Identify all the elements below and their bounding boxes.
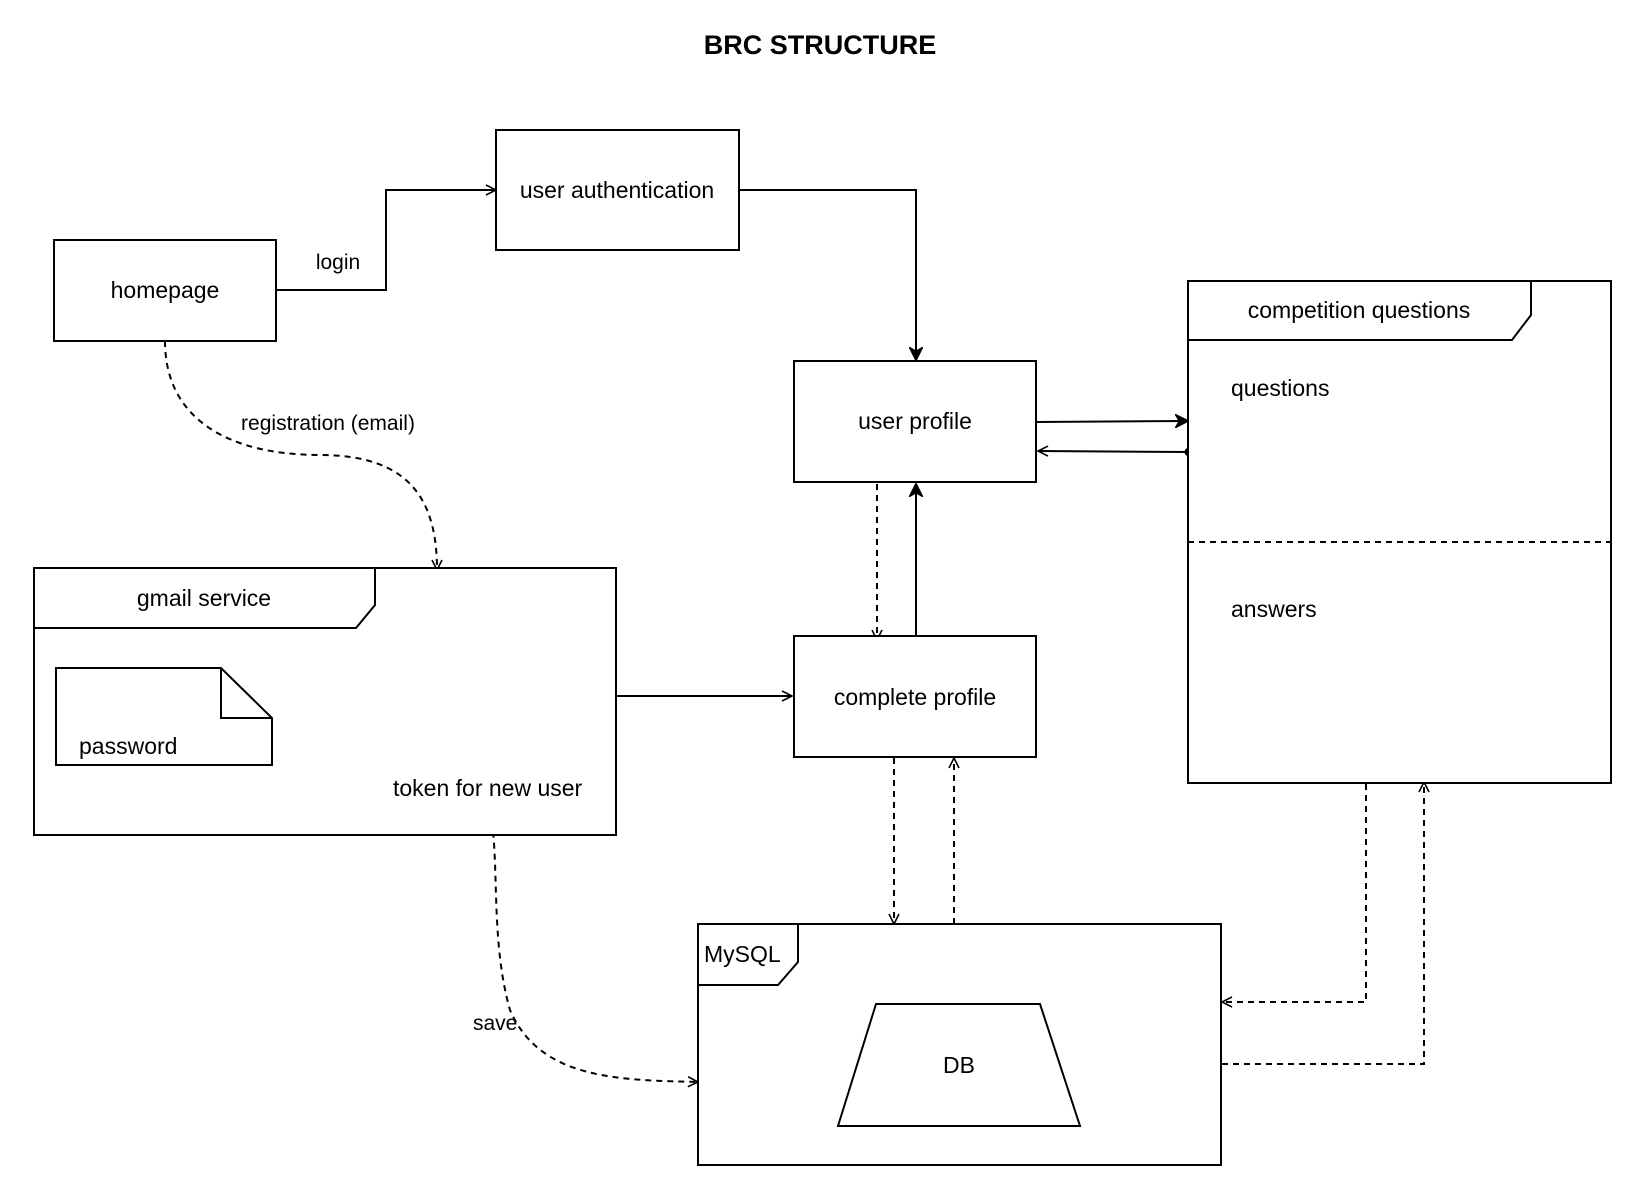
frame-mysql: MySQL DB xyxy=(697,923,1222,1166)
edge-questions-to-profile xyxy=(1038,451,1189,452)
complete-profile-label: complete profile xyxy=(834,684,996,710)
answers-label: answers xyxy=(1231,596,1317,622)
edge-profile-to-questions xyxy=(1035,421,1188,422)
edge-save xyxy=(489,809,698,1082)
edge-label-registration: registration (email) xyxy=(241,412,415,435)
node-homepage: homepage xyxy=(53,239,277,342)
edge-questions-to-mysql xyxy=(1222,784,1367,1002)
homepage-label: homepage xyxy=(111,277,220,303)
user-profile-label: user profile xyxy=(858,408,972,434)
questions-label: questions xyxy=(1231,375,1329,401)
node-complete-profile: complete profile xyxy=(793,635,1037,758)
token-label: token for new user xyxy=(393,775,583,801)
gmail-service-title: gmail service xyxy=(137,585,271,611)
mysql-title: MySQL xyxy=(704,941,781,967)
node-user-authentication: user authentication xyxy=(495,129,740,251)
edge-label-login: login xyxy=(316,251,360,274)
edge-registration xyxy=(164,340,437,570)
user-authentication-label: user authentication xyxy=(520,177,714,203)
db-shape xyxy=(836,1003,1082,1127)
edge-auth-to-profile xyxy=(739,189,916,360)
frame-gmail-service: gmail service password token for new use… xyxy=(33,567,617,836)
frame-competition-questions: competition questions questions answers xyxy=(1187,280,1612,784)
edge-label-save: save xyxy=(473,1012,517,1035)
edge-mysql-to-questions xyxy=(1222,782,1424,1065)
competition-questions-title: competition questions xyxy=(1248,297,1470,323)
node-user-profile: user profile xyxy=(793,360,1037,483)
diagram-title: BRC STRUCTURE xyxy=(704,30,937,60)
password-label: password xyxy=(79,733,177,759)
db-label: DB xyxy=(943,1052,975,1078)
password-note: password xyxy=(55,667,273,766)
edge-login xyxy=(276,190,496,291)
